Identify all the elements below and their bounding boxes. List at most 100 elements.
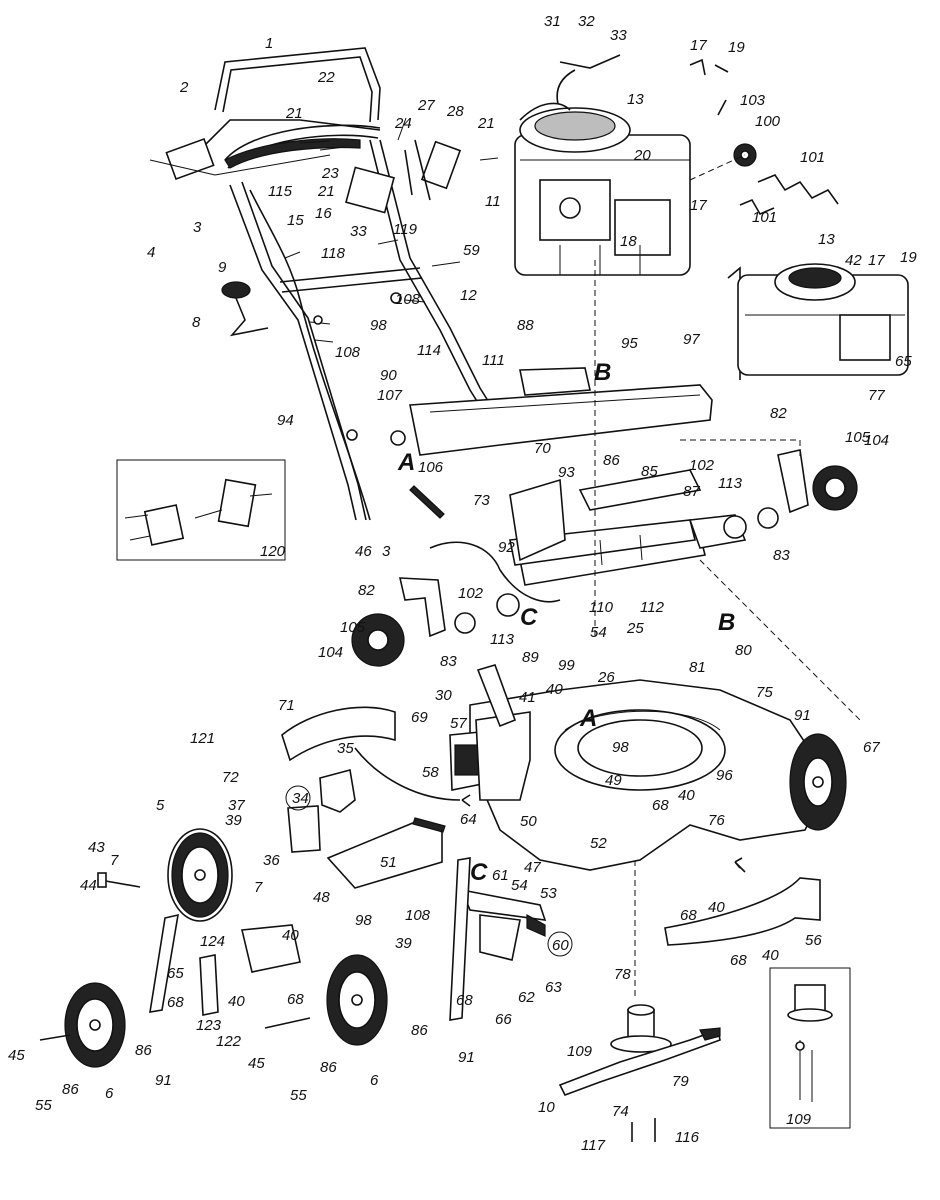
svg-text:21: 21 — [285, 105, 303, 122]
svg-text:36: 36 — [263, 852, 280, 869]
svg-text:23: 23 — [321, 165, 339, 182]
svg-text:80: 80 — [735, 642, 752, 659]
wheel-bracket-122-123 — [199, 924, 301, 1016]
wheel-bolts — [39, 872, 656, 1142]
svg-text:117: 117 — [581, 1137, 606, 1154]
svg-text:98: 98 — [355, 912, 372, 929]
svg-text:118: 118 — [321, 245, 346, 262]
svg-text:40: 40 — [708, 899, 725, 916]
inset-box-109 — [769, 967, 851, 1129]
svg-text:108: 108 — [395, 291, 421, 308]
svg-text:68: 68 — [167, 994, 184, 1011]
svg-text:12: 12 — [460, 287, 477, 304]
svg-text:83: 83 — [773, 547, 790, 564]
svg-text:45: 45 — [8, 1047, 25, 1064]
svg-text:22: 22 — [317, 69, 335, 86]
svg-text:50: 50 — [520, 813, 537, 830]
svg-text:17: 17 — [690, 197, 707, 214]
svg-text:87: 87 — [683, 483, 700, 500]
rear-wheel-5 — [167, 828, 233, 922]
svg-text:55: 55 — [35, 1097, 52, 1114]
svg-text:65: 65 — [895, 353, 912, 370]
svg-text:48: 48 — [313, 889, 330, 906]
svg-text:119: 119 — [393, 221, 418, 238]
svg-text:93: 93 — [558, 464, 575, 481]
svg-text:71: 71 — [278, 697, 295, 714]
svg-text:100: 100 — [755, 113, 781, 130]
svg-text:68: 68 — [680, 907, 697, 924]
discharge-chute-71 — [281, 706, 396, 762]
bearings-113-83 — [454, 507, 779, 634]
svg-text:109: 109 — [786, 1111, 812, 1128]
throttle-control — [404, 139, 462, 201]
svg-text:99: 99 — [558, 657, 575, 674]
svg-text:78: 78 — [614, 966, 631, 983]
svg-text:86: 86 — [603, 452, 620, 469]
svg-text:35: 35 — [337, 740, 354, 757]
svg-text:56: 56 — [805, 932, 822, 949]
engine-support-88 — [409, 367, 713, 456]
svg-text:123: 123 — [196, 1017, 222, 1034]
engine-connector-17-19 — [689, 58, 729, 76]
svg-text:45: 45 — [248, 1055, 265, 1072]
svg-text:110: 110 — [589, 599, 614, 616]
drive-bracket-70 — [509, 478, 566, 562]
svg-text:106: 106 — [418, 459, 444, 476]
svg-text:31: 31 — [544, 13, 561, 30]
svg-text:86: 86 — [135, 1042, 152, 1059]
svg-text:69: 69 — [411, 709, 428, 726]
svg-text:62: 62 — [518, 989, 535, 1006]
svg-text:102: 102 — [689, 457, 715, 474]
mower-deck-75 — [469, 679, 831, 871]
axle-housing-112 — [509, 519, 706, 586]
svg-text:83: 83 — [440, 653, 457, 670]
svg-text:21: 21 — [317, 183, 335, 200]
svg-text:5: 5 — [156, 797, 165, 814]
svg-text:10: 10 — [538, 1099, 555, 1116]
svg-text:91: 91 — [458, 1049, 475, 1066]
svg-text:27: 27 — [417, 97, 435, 114]
height-bracket-30 — [476, 664, 517, 728]
svg-text:121: 121 — [190, 730, 215, 747]
svg-text:15: 15 — [287, 212, 304, 229]
front-wheel-6-right — [326, 954, 388, 1046]
svg-text:39: 39 — [225, 812, 242, 829]
svg-text:70: 70 — [534, 440, 551, 457]
drive-gear-105-left — [351, 577, 446, 667]
svg-text:26: 26 — [597, 669, 615, 686]
svg-text:86: 86 — [62, 1081, 79, 1098]
svg-text:97: 97 — [683, 331, 700, 348]
svg-text:41: 41 — [519, 689, 536, 706]
svg-text:95: 95 — [621, 335, 638, 352]
svg-text:94: 94 — [277, 412, 294, 429]
svg-text:111: 111 — [482, 352, 505, 369]
svg-text:19: 19 — [728, 39, 745, 56]
drive-gear-105-right — [777, 449, 858, 514]
svg-text:1: 1 — [265, 35, 273, 52]
svg-text:67: 67 — [863, 739, 880, 756]
svg-text:B: B — [594, 359, 611, 386]
svg-text:24: 24 — [394, 115, 412, 132]
svg-text:90: 90 — [380, 367, 397, 384]
engine-main — [514, 102, 691, 276]
svg-text:89: 89 — [522, 649, 539, 666]
svg-text:98: 98 — [612, 739, 629, 756]
svg-text:44: 44 — [80, 877, 97, 894]
svg-text:46: 46 — [355, 543, 372, 560]
svg-text:13: 13 — [818, 231, 835, 248]
svg-text:59: 59 — [463, 242, 480, 259]
assembly-letter-labels: B A C B A C — [397, 359, 735, 886]
svg-text:65: 65 — [167, 965, 184, 982]
svg-text:B: B — [718, 609, 735, 636]
drive-cable-3 — [429, 541, 561, 603]
svg-text:40: 40 — [228, 993, 245, 1010]
svg-text:75: 75 — [756, 684, 773, 701]
svg-text:51: 51 — [380, 854, 397, 871]
svg-text:52: 52 — [590, 835, 607, 852]
svg-text:A: A — [579, 705, 597, 732]
svg-text:16: 16 — [315, 205, 332, 222]
svg-text:103: 103 — [740, 92, 766, 109]
svg-text:19: 19 — [900, 249, 917, 266]
